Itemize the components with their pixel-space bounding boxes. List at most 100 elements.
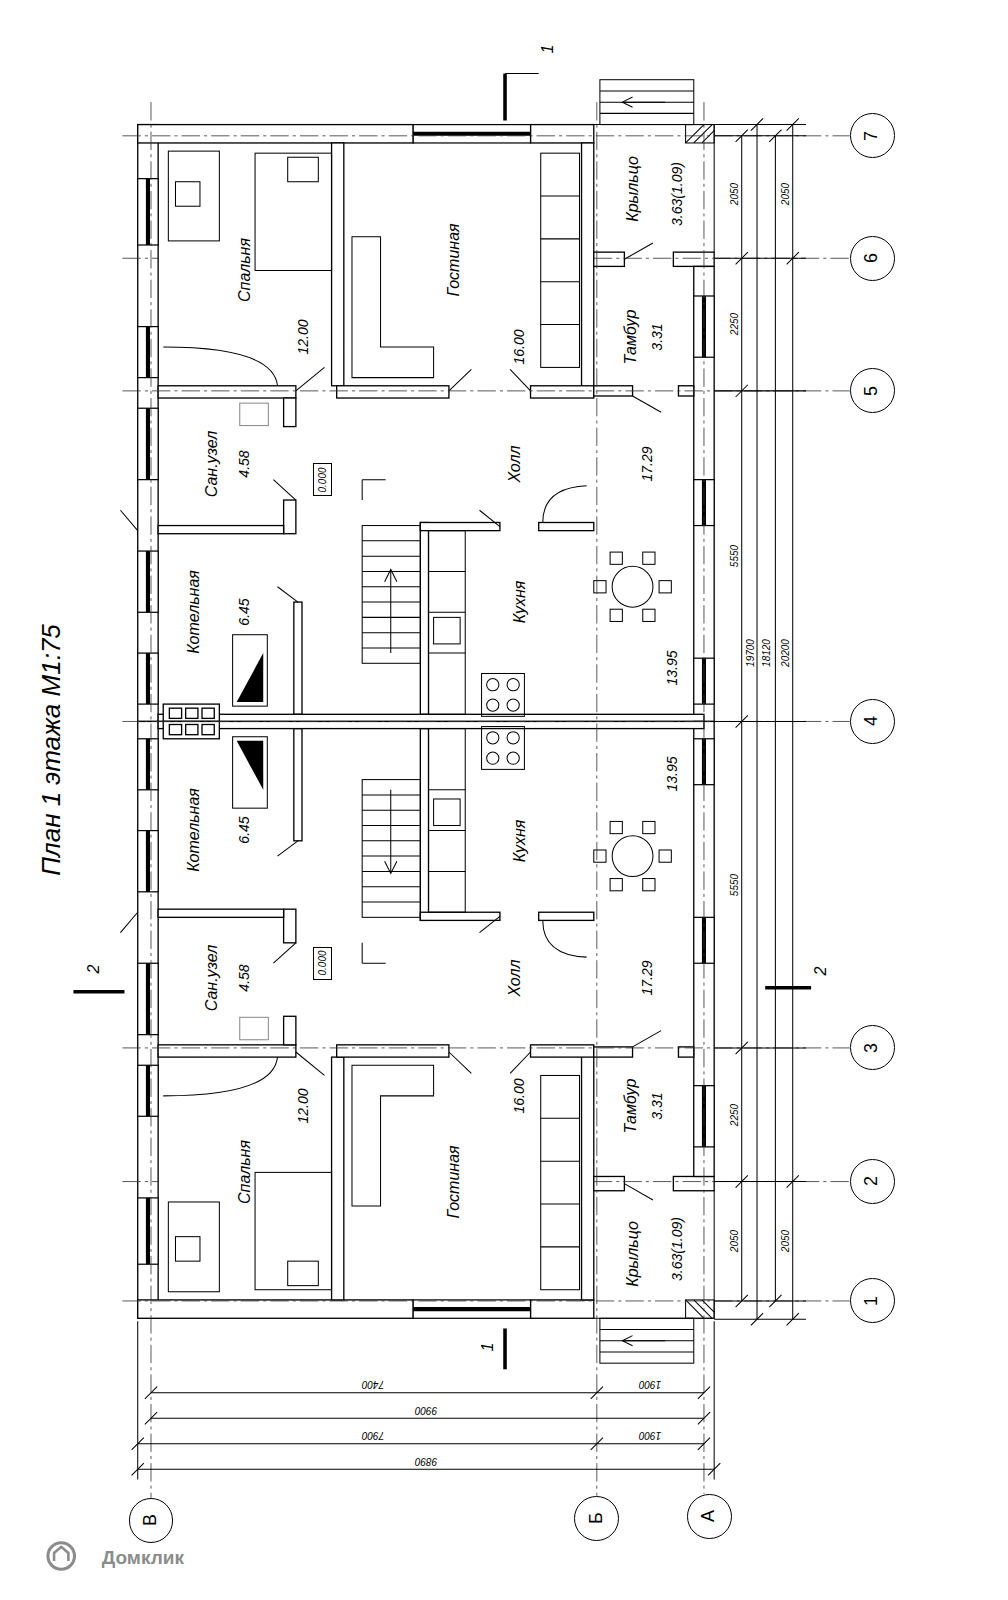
room-name: Спальня [236, 1140, 254, 1204]
dimension: 9900 [414, 1404, 438, 1415]
room: Кухня 13.95 [429, 728, 694, 912]
dimension: 5550 [728, 544, 739, 568]
room-name: Гостиная [445, 1146, 463, 1219]
dimension: 18120 [761, 638, 772, 668]
room-area: 16.00 [513, 329, 528, 364]
section-mark: 2 [85, 965, 103, 974]
axis-label: Б [587, 1512, 607, 1524]
room: Сан.узел4.58 [158, 917, 283, 1045]
axis-label: 5 [862, 386, 882, 396]
room: Тамбур 3.31 [594, 266, 694, 385]
dimension: 7900 [361, 1430, 385, 1441]
dimension: 2050 [728, 182, 739, 206]
section-marks [73, 74, 811, 1370]
section-mark: 1 [539, 45, 557, 54]
axis-label: 2 [862, 1176, 882, 1186]
axis-label: 6 [862, 253, 882, 263]
dimension-lines [132, 118, 806, 1479]
axis-marker: Б [574, 1496, 619, 1541]
room-area: 3.63(1.09) [671, 1217, 686, 1281]
room-area: 12.00 [296, 319, 311, 354]
room-name: Спальня [236, 238, 254, 302]
grid-axes [122, 102, 849, 1498]
axis-marker: В [129, 1498, 174, 1543]
dimension: 2050 [728, 1228, 739, 1252]
dimension: 9890 [414, 1455, 438, 1466]
level-value: 0.000 [317, 467, 328, 492]
upper-half [120, 80, 714, 722]
room-area: 3.31 [650, 323, 665, 350]
room: Холл17.290.000 [296, 920, 694, 1044]
dimension: 1900 [638, 1430, 662, 1441]
room-name: Кухня [512, 819, 530, 862]
room-area: 4.58 [237, 451, 252, 478]
dimension: 2250 [728, 1103, 739, 1127]
room: Спальня 12.00 [158, 1057, 331, 1300]
axis-marker: 4 [850, 699, 895, 744]
room: Крыльцо 3.63(1.09) [594, 1191, 714, 1315]
room-area: 6.45 [237, 817, 252, 844]
room: Кухня 13.95 [429, 531, 694, 715]
room-name: Крыльцо [624, 1221, 642, 1287]
axis-marker: 3 [850, 1025, 895, 1070]
axis-label: 1 [862, 1296, 882, 1306]
room-name: Котельная [185, 570, 203, 654]
dimension: 2050 [779, 182, 790, 206]
watermark: Домклик [102, 1547, 184, 1568]
room-area: 3.31 [650, 1092, 665, 1119]
room-name: Тамбур [622, 1079, 640, 1134]
dimension: 2050 [779, 1228, 790, 1252]
room-name: Котельная [185, 789, 203, 873]
dimension: 20200 [779, 638, 790, 668]
axis-label: В [141, 1514, 161, 1526]
room: Крыльцо 3.63(1.09) [594, 128, 714, 252]
axis-marker: 1 [850, 1278, 895, 1323]
level-mark: 0.000 [313, 947, 332, 980]
room-area: 3.63(1.09) [671, 162, 686, 226]
room: Сан.узел4.58 [158, 398, 283, 526]
room-name: Тамбур [622, 309, 640, 364]
axis-marker: 2 [850, 1159, 895, 1204]
room-name: Сан.узел [203, 945, 221, 1012]
axis-label: 4 [862, 716, 882, 726]
room-area: 12.00 [296, 1088, 311, 1123]
watermark-icon [48, 1543, 75, 1570]
dimension: 1900 [638, 1379, 662, 1390]
room: Тамбур 3.31 [594, 1057, 694, 1176]
level-mark: 0.000 [313, 463, 332, 496]
section-mark: 2 [812, 967, 830, 976]
room: Котельная 6.45 [158, 534, 294, 715]
dimension: 19700 [744, 638, 755, 668]
dimension: 5550 [728, 872, 739, 896]
room-area: 17.29 [640, 447, 655, 482]
axis-marker: 5 [850, 368, 895, 413]
room-area: 16.00 [513, 1078, 528, 1113]
room-name: Крыльцо [624, 156, 642, 222]
plan-title: План 1 этажа М1:75 [37, 624, 66, 876]
room: Котельная 6.45 [158, 728, 294, 909]
axis-label: 3 [862, 1043, 882, 1053]
room-area: 13.95 [666, 757, 681, 792]
dimension: 7400 [361, 1379, 385, 1390]
lower-half [120, 721, 714, 1363]
axis-marker: А [687, 1494, 732, 1539]
room-area: 13.95 [666, 651, 681, 686]
room-name: Холл [506, 446, 524, 483]
room: Спальня 12.00 [158, 143, 331, 386]
room-name: Гостиная [445, 224, 463, 297]
dimension: 2250 [728, 312, 739, 336]
axis-marker: 7 [850, 113, 895, 158]
axis-label: 7 [862, 131, 882, 141]
room-name: Холл [506, 960, 524, 997]
level-value: 0.000 [317, 951, 328, 976]
section-mark: 1 [479, 1342, 497, 1351]
axis-label: А [699, 1510, 719, 1522]
axis-marker: 6 [850, 236, 895, 281]
room: Гостиная 16.00 [344, 143, 582, 386]
room-name: Кухня [512, 581, 530, 624]
room: Гостиная 16.00 [344, 1057, 582, 1300]
room-area: 6.45 [237, 599, 252, 626]
room: Холл 17.29 0.000 [296, 398, 694, 522]
